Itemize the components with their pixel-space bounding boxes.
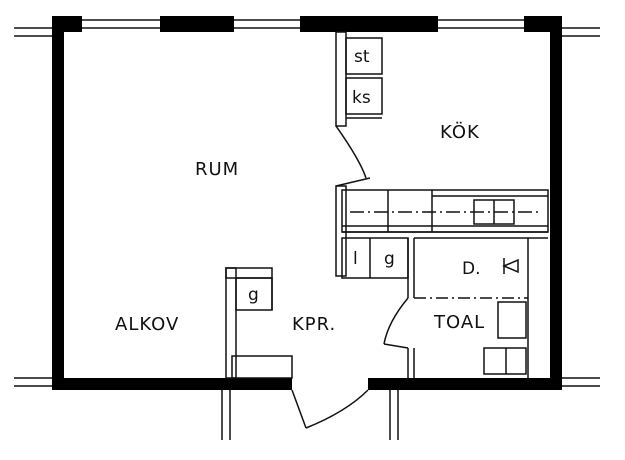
fixture-label-g-kitchen: g (384, 249, 395, 269)
hall-wardrobe (225, 267, 369, 429)
wall-bottom-left (52, 378, 292, 390)
fixture-label-g-hall: g (248, 285, 259, 305)
room-label-d: D. (462, 259, 481, 279)
wall-bottom-right (368, 378, 562, 390)
room-label-alkov: ALKOV (115, 314, 179, 335)
wall-left (52, 16, 64, 390)
sink (483, 347, 527, 375)
room-label-toal: TOAL (433, 312, 485, 333)
room-label-kpr: KPR. (292, 314, 336, 335)
fixture-label-ks: ks (352, 88, 371, 108)
toilet (497, 301, 527, 339)
wardrobe-column (335, 31, 383, 187)
kitchen-counter (335, 185, 549, 277)
room-label-kok: KÖK (440, 121, 480, 143)
fixture-label-l: l (353, 249, 358, 269)
wall-top-pier-3 (300, 16, 438, 32)
windows (82, 19, 524, 29)
extension-lines (14, 27, 600, 440)
bathroom (383, 237, 548, 378)
exterior-walls (52, 16, 562, 390)
wall-top-pier-2 (160, 16, 234, 32)
wall-right (550, 16, 562, 390)
fixture-label-st: st (354, 47, 370, 67)
room-label-rum: RUM (195, 159, 239, 180)
